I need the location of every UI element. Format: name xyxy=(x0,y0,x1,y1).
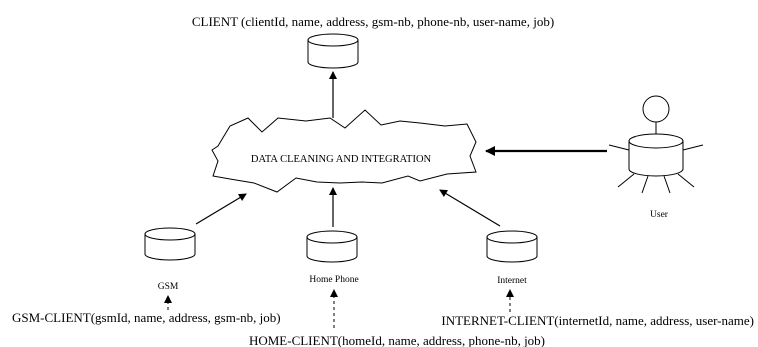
user-figure-icon xyxy=(608,95,704,194)
internet-database-icon xyxy=(486,230,538,263)
internet-client-schema-label: INTERNET-CLIENT(internetId, name, addres… xyxy=(441,313,754,328)
gsm-source-label: GSM xyxy=(158,282,179,292)
arrow-gsm-to-process xyxy=(195,193,247,225)
process-label: DATA CLEANING AND INTEGRATION xyxy=(251,154,432,165)
home-phone-source-label: Home Phone xyxy=(309,275,358,285)
gsm-database-icon xyxy=(144,227,196,261)
client-database-icon xyxy=(307,33,359,69)
internet-source-label: Internet xyxy=(497,276,527,286)
arrow-internet-to-process xyxy=(439,189,501,227)
user-label: User xyxy=(650,210,669,220)
home-phone-database-icon xyxy=(306,230,358,263)
client-schema-label: CLIENT (clientId, name, address, gsm-nb,… xyxy=(192,14,554,29)
gsm-client-schema-label: GSM-CLIENT(gsmId, name, address, gsm-nb,… xyxy=(12,310,281,325)
home-client-schema-label: HOME-CLIENT(homeId, name, address, phone… xyxy=(249,333,545,347)
process-cloud-shape xyxy=(211,109,477,193)
